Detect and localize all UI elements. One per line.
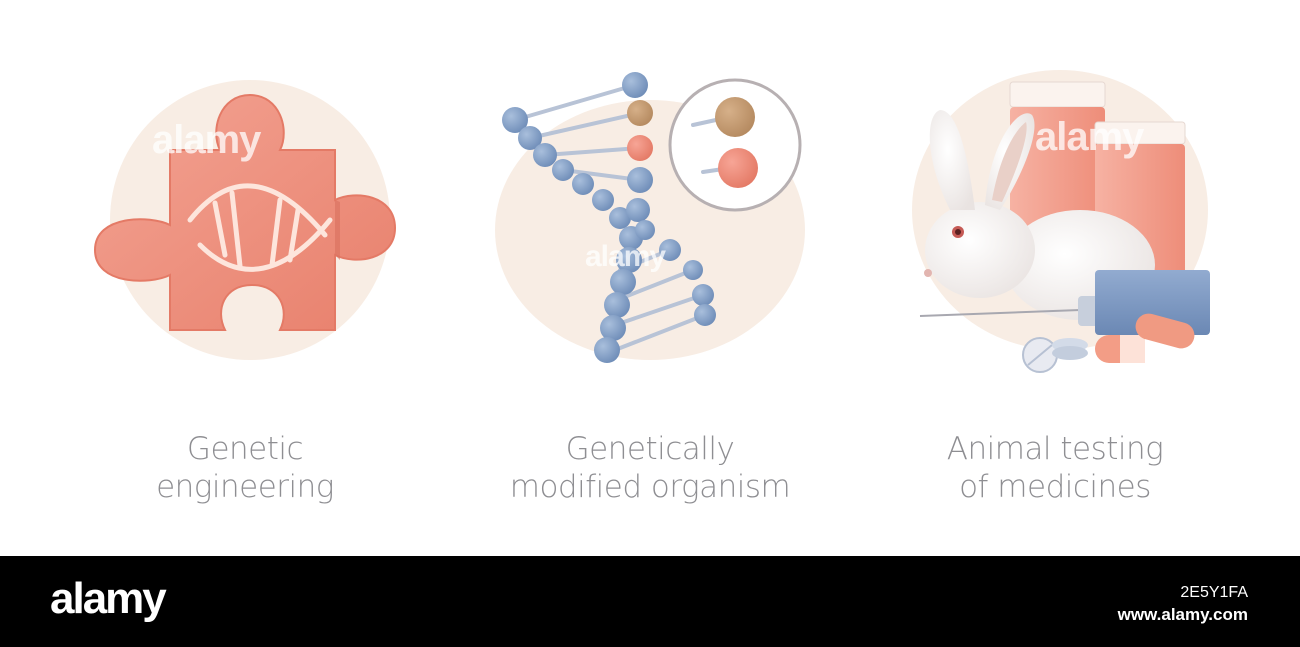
caption-line-1: Genetic [186,431,304,467]
caption-line-2: modified organism [509,469,791,505]
image-id-block: 2E5Y1FA www.alamy.com [1118,582,1248,626]
image-id: 2E5Y1FA [1180,584,1248,601]
alamy-logo: alamy [50,574,167,623]
rabbit-medicine-icon [912,70,1210,373]
panel-genetic-engineering: alamy Genetic engineering [40,0,450,556]
caption-line-1: Genetically [565,431,735,467]
footer-bar: alamy 2E5Y1FA www.alamy.com [0,556,1300,647]
panel-animal-testing: alamy Animal testing of medicines [850,0,1260,556]
panel-gmo: alamy Genetically modified organism [445,0,855,556]
site-url[interactable]: www.alamy.com [1117,605,1248,624]
caption-line-1: Animal testing [946,431,1164,467]
caption-line-2: of medicines [959,469,1151,505]
caption-animal-testing: Animal testing of medicines [850,430,1260,506]
caption-gmo: Genetically modified organism [445,430,855,506]
dna-helix-icon [495,72,805,363]
puzzle-dna-icon [93,80,397,360]
caption-line-2: engineering [156,469,334,505]
caption-genetic-engineering: Genetic engineering [40,430,450,506]
